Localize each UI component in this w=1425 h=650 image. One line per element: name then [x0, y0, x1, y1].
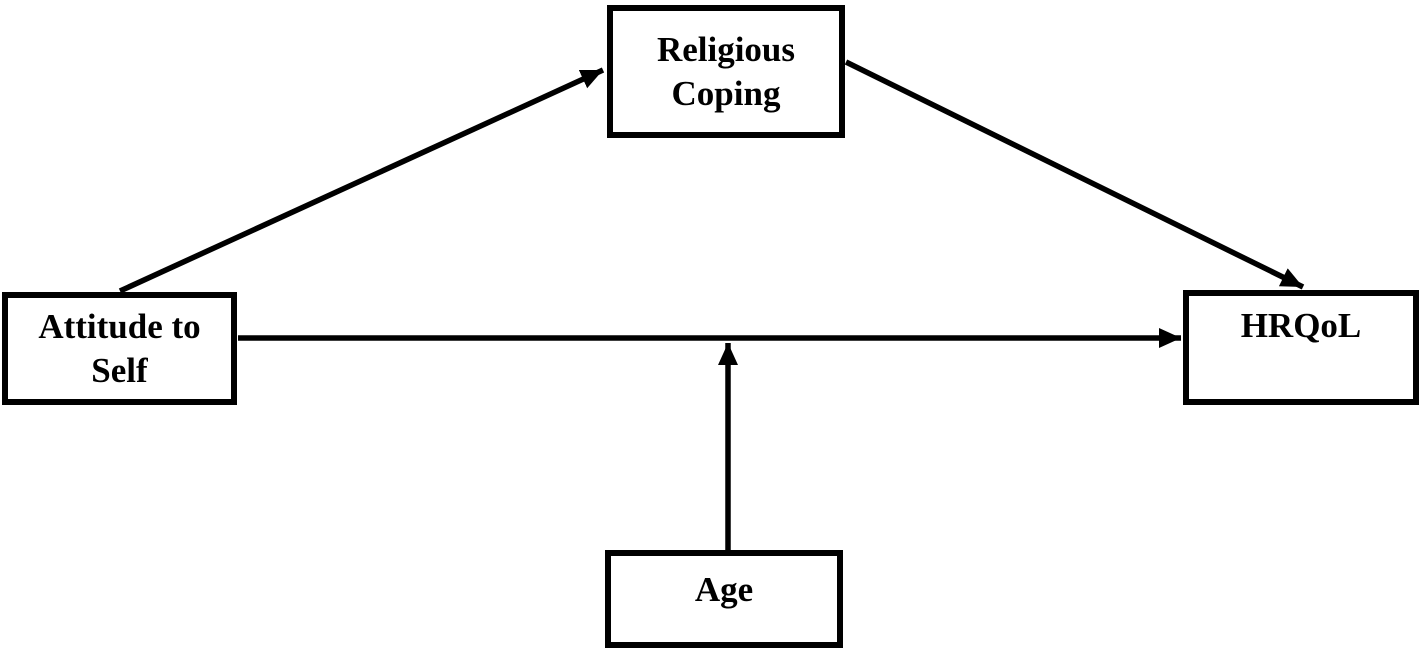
node-religious-coping: Religious Coping	[607, 5, 845, 138]
node-hrqol: HRQoL	[1183, 290, 1419, 405]
node-attitude-to-self-label: Attitude to Self	[38, 306, 201, 390]
node-hrqol-label: HRQoL	[1240, 306, 1362, 345]
node-attitude-to-self: Attitude to Self	[2, 292, 237, 405]
node-age-label: Age	[694, 570, 754, 609]
arrow-religious-coping-to-hrqol	[844, 59, 1305, 290]
node-religious-coping-label: Religious Coping	[656, 29, 796, 113]
node-age: Age	[605, 550, 843, 648]
arrow-attitude-to-religious-coping	[118, 67, 605, 294]
